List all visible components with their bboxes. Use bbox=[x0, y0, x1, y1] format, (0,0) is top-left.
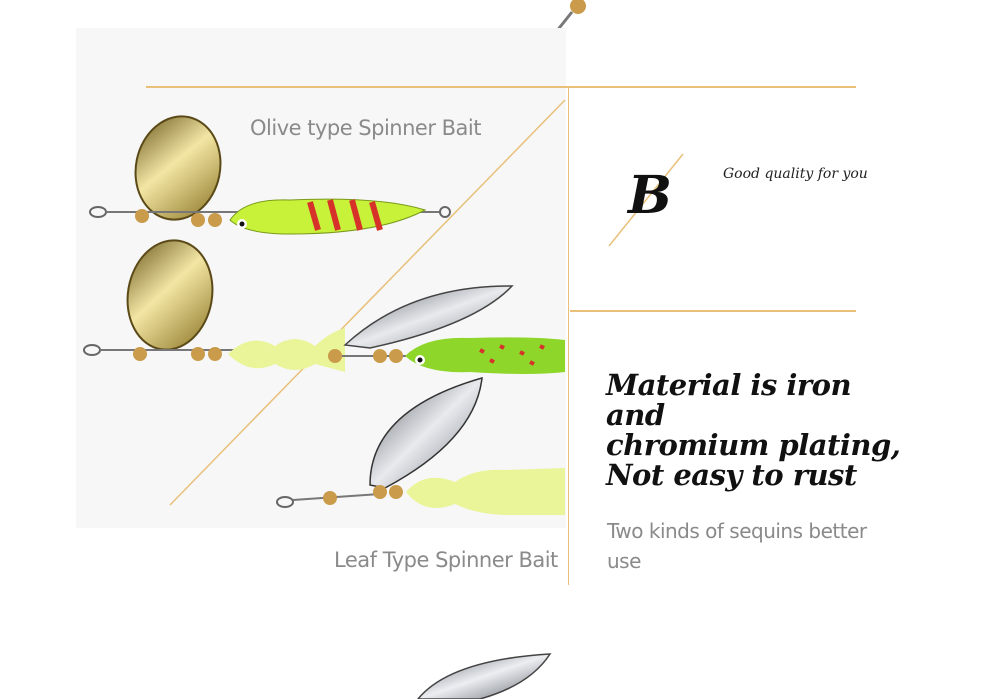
headline-line-2: chromium plating, bbox=[606, 428, 901, 462]
headline-line-1: Material is iron and bbox=[606, 368, 852, 432]
spinner-bait-lures-image bbox=[83, 115, 565, 515]
leaf-type-label: Leaf Type Spinner Bait bbox=[334, 548, 558, 572]
olive-type-label: Olive type Spinner Bait bbox=[250, 116, 482, 140]
headline-line-3: Not easy to rust bbox=[606, 458, 857, 492]
leaf-lure-1 bbox=[328, 285, 565, 374]
headline: Material is iron and chromium plating, N… bbox=[606, 370, 906, 490]
description-text: Two kinds of sequins better use bbox=[607, 519, 867, 573]
olive-lure-2 bbox=[83, 239, 345, 372]
diagonal-accent-line bbox=[169, 99, 566, 506]
bottom-leaf-blade-image bbox=[417, 653, 552, 699]
top-divider-line bbox=[146, 86, 856, 88]
leaf-lure-2 bbox=[276, 376, 565, 515]
middle-divider-line bbox=[570, 310, 856, 312]
vertical-divider-line bbox=[568, 88, 569, 585]
badge-slash-line bbox=[608, 153, 684, 247]
olive-lure-1 bbox=[89, 115, 451, 235]
badge-letter: B bbox=[628, 165, 672, 226]
slogan-text: Good quality for you bbox=[723, 166, 868, 182]
